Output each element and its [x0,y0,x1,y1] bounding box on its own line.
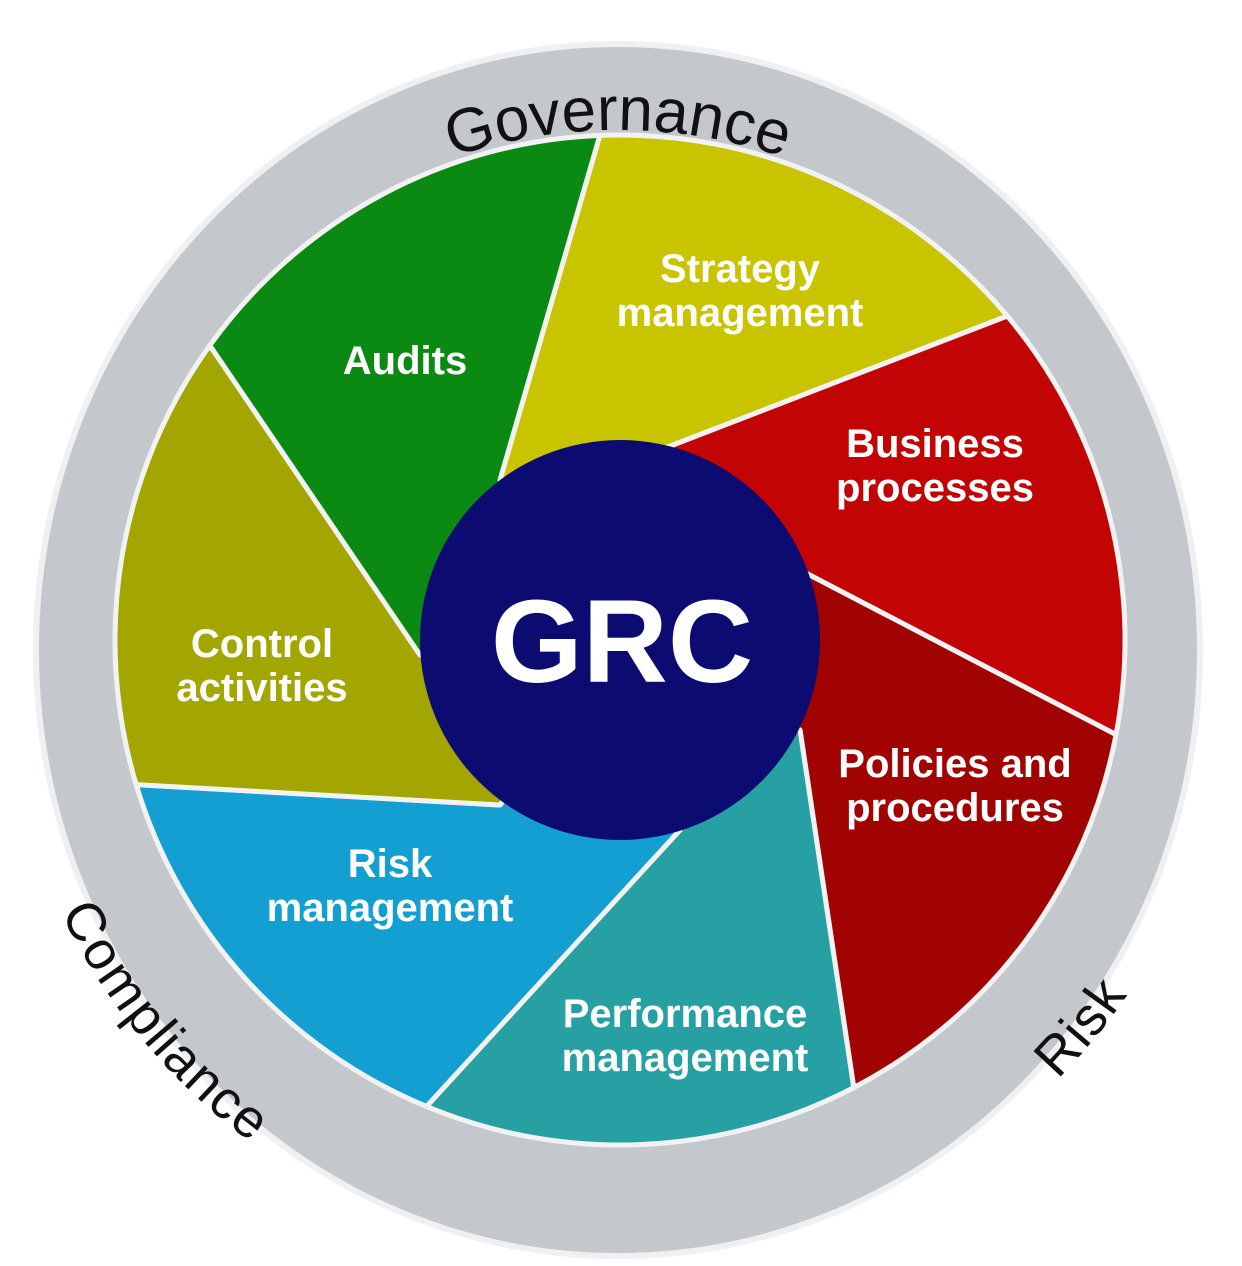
segment-label-audits: Audits [343,339,467,383]
segment-label-line: Risk [348,842,433,886]
segment-label-line: Strategy [660,247,821,291]
segment-label-line: processes [836,466,1034,510]
segment-strategy-management [617,313,1128,738]
grc-center-label: GRC [491,576,753,708]
segment-label-line: management [267,886,514,930]
segment-label-line: procedures [846,786,1064,830]
segment-label-line: management [562,1036,809,1080]
grc-center-circle [420,440,820,840]
segment-label-line: activities [176,666,347,710]
segment-label-line: Performance [563,992,808,1036]
segment-label-line: management [617,291,864,335]
segment-label-line: Policies and [838,742,1071,786]
segment-label-line: Control [191,622,333,666]
segment-label-line: Audits [343,339,467,383]
segment-label-line: Business [846,422,1024,466]
